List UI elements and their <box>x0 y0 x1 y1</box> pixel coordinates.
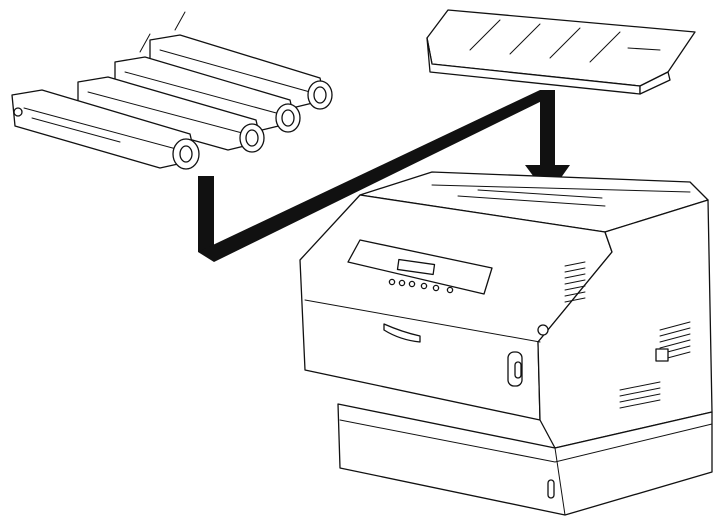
panel-button <box>420 282 428 290</box>
panel-button <box>398 279 406 287</box>
panel-button <box>432 284 440 292</box>
interface-port <box>655 348 669 362</box>
cartridge-connector-vertical <box>198 176 214 252</box>
indicator-icon <box>537 324 549 336</box>
paper-level-indicator <box>547 479 555 499</box>
panel-button <box>446 286 454 294</box>
display-screen <box>396 258 436 276</box>
toner-cartridge-4 <box>149 11 333 110</box>
cover-connector-vertical <box>540 90 555 168</box>
control-panel <box>347 239 493 295</box>
diagonal-connector-line <box>198 90 548 262</box>
door-handle <box>383 323 421 343</box>
printer <box>299 171 713 516</box>
printer-side-face <box>537 199 713 449</box>
toner-cartridge-1 <box>11 89 200 170</box>
panel-button <box>388 278 396 286</box>
toner-cartridges <box>11 11 333 170</box>
front-door-seam <box>304 299 541 343</box>
side-vents <box>564 261 691 409</box>
panel-button <box>408 280 416 288</box>
top-cover <box>426 9 696 95</box>
toner-cartridge-3 <box>114 33 301 133</box>
